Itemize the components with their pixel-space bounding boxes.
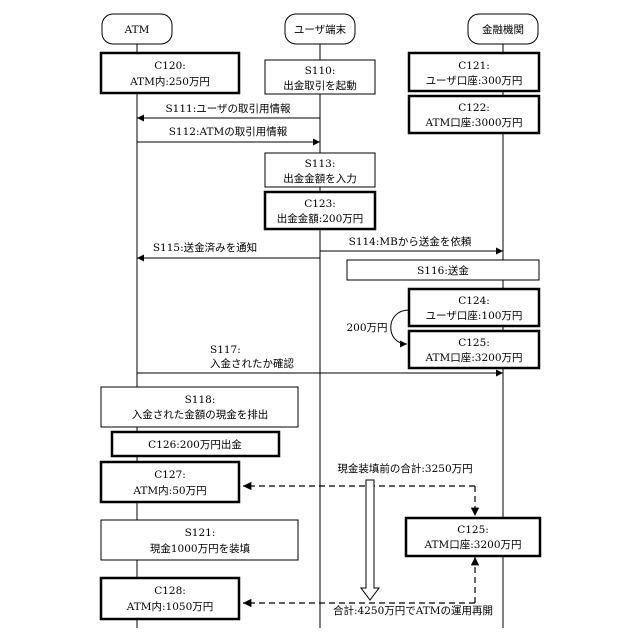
box-c124-line1: C124: [458,295,490,307]
box-c125-second: C125: ATM口座:3200万円 [406,518,540,556]
transfer-amount-label: 200万円 [346,322,387,334]
box-c126-line1: C126:200万円出金 [148,438,242,451]
actor-bank: 金融機関 [468,14,538,44]
total-after-label: 合計:4250万円でATMの運用再開 [333,604,493,617]
message-s115-label: S115:送金済みを通知 [153,241,257,254]
box-s110: S110: 出金取引を起動 [265,60,375,94]
message-s114-label: S114:MBから送金を依頼 [349,235,472,248]
box-c125-second-line2: ATM口座:3200万円 [423,538,521,551]
box-c122-line1: C122: [458,102,490,114]
box-c124: C124: ユーザ口座:100万円 [409,289,539,326]
box-s113-line1: S113: [305,158,336,170]
box-s118-line2: 入金された金額の現金を排出 [132,408,269,421]
box-s118: S118: 入金された金額の現金を排出 [101,387,298,427]
message-s114: S114:MBから送金を依頼 [320,235,503,251]
actor-user-terminal-label: ユーザ端末 [294,23,347,36]
box-s116-line1: S116:送金 [417,264,469,277]
box-s113: S113: 出金金額を入力 [265,153,375,187]
box-c122-line2: ATM口座:3000万円 [424,116,522,129]
box-s110-line1: S110: [305,65,336,77]
box-c123-line2: 出金金額:200万円 [277,212,364,225]
message-s111-label: S111:ユーザの取引用情報 [165,102,291,115]
message-s115: S115:送金済みを通知 [137,241,320,258]
box-c122: C122: ATM口座:3000万円 [409,96,539,133]
message-s112: S112:ATMの取引用情報 [137,125,320,142]
box-c128-line1: C128: [154,585,186,597]
box-c121: C121: ユーザ口座:300万円 [409,53,539,91]
message-s117-label-line2: 入金されたか確認 [210,357,294,370]
box-s121: S121: 現金1000万円を装填 [101,520,298,560]
box-c127-line1: C127: [154,469,186,481]
box-c127: C127: ATM内:50万円 [101,462,239,502]
hollow-arrow [361,480,379,600]
box-c126: C126:200万円出金 [112,432,279,456]
box-c123-line1: C123: [304,198,336,210]
box-c127-line2: ATM内:50万円 [132,484,206,497]
message-s117-label-line1: S117: [210,344,241,356]
box-c120: C120: ATM内:250万円 [101,53,239,93]
actor-atm: ATM [102,14,172,44]
box-c128-line2: ATM内:1050万円 [126,600,214,613]
box-c125-second-line1: C125: [457,524,489,536]
actor-user-terminal: ユーザ端末 [285,14,355,44]
box-c125-first: C125: ATM口座:3200万円 [409,331,539,368]
box-s116: S116:送金 [347,260,539,280]
message-s111: S111:ユーザの取引用情報 [137,102,320,118]
box-c124-line2: ユーザ口座:100万円 [426,309,523,322]
box-c128: C128: ATM内:1050万円 [101,578,239,619]
box-c121-line2: ユーザ口座:300万円 [426,74,523,87]
total-before-label: 現金装填前の合計:3250万円 [337,462,472,475]
box-c125-first-line1: C125: [458,337,490,349]
box-s110-line2: 出金取引を起動 [283,79,357,92]
box-c121-line1: C121: [458,60,490,72]
actor-bank-label: 金融機関 [482,23,524,36]
box-s121-line2: 現金1000万円を装填 [150,542,251,555]
box-c120-line2: ATM内:250万円 [129,75,210,88]
box-c125-first-line2: ATM口座:3200万円 [424,351,522,364]
box-s121-line1: S121: [185,527,216,539]
actor-atm-label: ATM [124,24,150,36]
box-s118-line1: S118: [185,394,216,406]
message-s112-label: S112:ATMの取引用情報 [169,125,288,138]
transfer-curve: 200万円 [346,310,409,344]
box-c123: C123: 出金金額:200万円 [265,192,375,229]
box-c120-line1: C120: [154,60,186,72]
box-s113-line2: 出金金額を入力 [283,172,357,185]
